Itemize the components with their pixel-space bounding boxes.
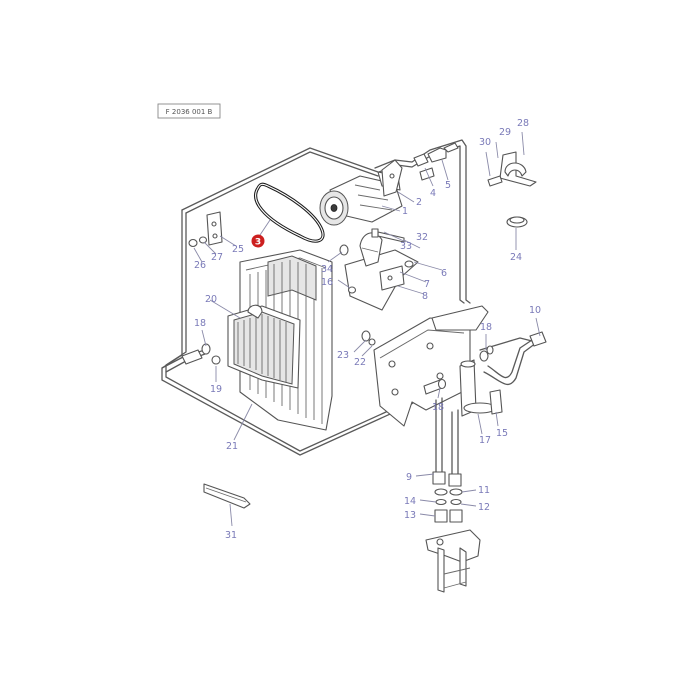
callout-11[interactable]: 11 [478, 485, 490, 496]
callout-23[interactable]: 23 [337, 350, 349, 361]
callout-3: 3 [255, 238, 261, 248]
evaporator-core [227, 304, 301, 389]
callout-16[interactable]: 16 [321, 277, 333, 288]
callout-20[interactable]: 20 [205, 294, 217, 305]
callout-7[interactable]: 7 [424, 279, 430, 290]
callout-25[interactable]: 25 [232, 244, 244, 255]
receiver-drier [459, 359, 503, 417]
lower-fittings-stack [434, 488, 463, 523]
callout-28[interactable]: 28 [517, 118, 529, 129]
rubber-strip [203, 483, 251, 509]
callout-21[interactable]: 21 [226, 441, 238, 452]
compressor-bracket [339, 232, 419, 311]
drive-belt [254, 182, 325, 243]
reference-code: F 2036 001 B [166, 108, 213, 116]
center-fitting-18 [423, 378, 447, 395]
callout-31[interactable]: 31 [225, 530, 237, 541]
callout-29[interactable]: 29 [499, 127, 511, 138]
callout-13[interactable]: 13 [404, 510, 416, 521]
central-mounting-plate [361, 305, 489, 427]
mounting-plate-25 [206, 211, 223, 246]
washers-26-27 [188, 236, 208, 248]
callout-32[interactable]: 32 [416, 232, 428, 243]
highlighted-callout-3[interactable]: 3 [251, 234, 265, 248]
callout-2[interactable]: 2 [416, 197, 422, 208]
callout-labels: 1 2 4 5 6 7 8 9 10 11 12 13 14 15 16 17 … [194, 118, 541, 541]
hose-clip-24 [506, 216, 528, 228]
callout-34[interactable]: 34 [321, 264, 333, 275]
callout-1[interactable]: 1 [402, 206, 408, 217]
left-fittings [181, 343, 221, 365]
bolt-32 [371, 228, 405, 243]
reference-code-box: F 2036 001 B [157, 103, 221, 119]
callout-19[interactable]: 19 [210, 384, 222, 395]
callout-27[interactable]: 27 [211, 252, 223, 263]
callout-30[interactable]: 30 [479, 137, 491, 148]
callout-18a[interactable]: 18 [194, 318, 206, 329]
leader-lines [193, 131, 541, 527]
callout-9[interactable]: 9 [406, 472, 412, 483]
callout-10[interactable]: 10 [529, 305, 541, 316]
callout-33[interactable]: 33 [400, 241, 412, 252]
callout-6[interactable]: 6 [441, 268, 447, 279]
hose-assembly [479, 331, 547, 386]
callout-22[interactable]: 22 [354, 357, 366, 368]
clamp-bracket [487, 151, 537, 187]
callout-24[interactable]: 24 [510, 252, 522, 263]
callout-18c[interactable]: 18 [432, 402, 444, 413]
callout-17[interactable]: 17 [479, 435, 491, 446]
vertical-pipes [432, 397, 462, 487]
callout-14[interactable]: 14 [404, 496, 416, 507]
callout-8[interactable]: 8 [422, 291, 428, 302]
lower-bracket [425, 529, 481, 593]
pipe-fittings [381, 142, 459, 197]
callout-26[interactable]: 26 [194, 260, 206, 271]
callout-15[interactable]: 15 [496, 428, 508, 439]
callout-18b[interactable]: 18 [480, 322, 492, 333]
callout-5[interactable]: 5 [445, 180, 451, 191]
highlight-marker [251, 234, 265, 248]
callout-4[interactable]: 4 [430, 188, 436, 199]
callout-12[interactable]: 12 [478, 502, 490, 513]
